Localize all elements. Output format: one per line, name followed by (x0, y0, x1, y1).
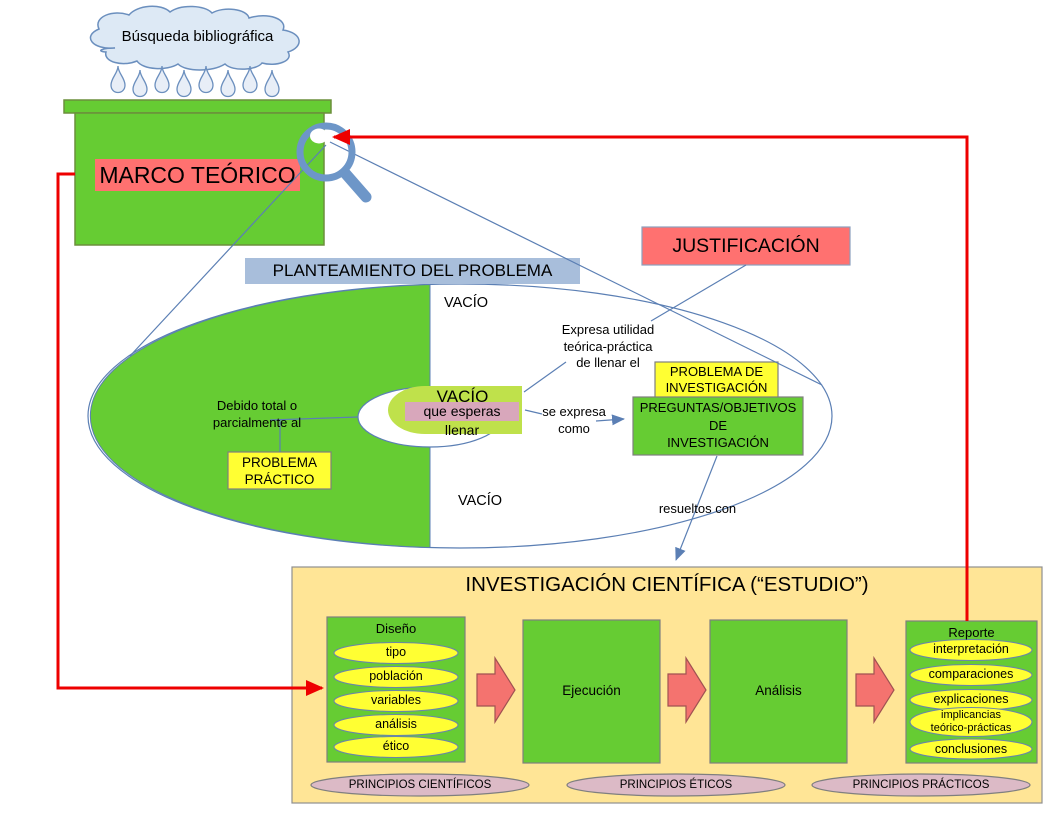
justificacion-label-bg (641, 226, 851, 266)
resueltos-annotation: resueltos con (658, 501, 737, 516)
knowledge-filled-area (89, 283, 431, 549)
cloud-shape (89, 5, 300, 71)
arrow-resueltos-estudio (675, 455, 718, 561)
preguntas-objetivos-label: PREGUNTAS/OBJETIVOS DE INVESTIGACIÓN (639, 400, 797, 450)
se-expresa-annotation: se expresa como (542, 404, 606, 436)
diseno-item-ellipses (333, 641, 459, 759)
arrow-reporte-to-magnifier (332, 129, 969, 621)
reporte-title: Reporte (948, 625, 995, 640)
principios-eticos-label: PRINCIPIOS ÉTICOS (619, 779, 733, 791)
analisis-box (709, 619, 848, 764)
gap-pill-title: VACÍO (436, 387, 489, 406)
diseno-item-variables: variables (370, 693, 422, 707)
magnifier-icon (296, 122, 372, 203)
red-feedback-arrows (56, 129, 969, 696)
cloud-label: Búsqueda bibliográfica (121, 28, 274, 45)
vacio-top-label: VACÍO (443, 295, 489, 311)
principios-practicos-label: PRINCIPIOS PRÁCTICOS (852, 779, 990, 791)
line-justificacion-utilidad (650, 264, 747, 322)
line-pill-utilidad (523, 361, 567, 393)
analisis-label: Análisis (755, 683, 802, 698)
gap-pill-subtitle: que esperas llenar (423, 403, 501, 438)
reporte-item-explicaciones: explicaciones (933, 692, 1009, 706)
marco-teorico-label: MARCO TEÓRICO (99, 162, 296, 188)
arrow-ejecucion-analisis (667, 655, 707, 725)
reporte-item-conclusiones: conclusiones (934, 742, 1008, 756)
planteamiento-label: PLANTEAMIENTO DEL PROBLEMA (272, 261, 553, 280)
diseno-item-tipo: tipo (385, 645, 407, 659)
line-debido-horizontal (269, 416, 359, 421)
planteamiento-label-bg (245, 258, 580, 284)
reporte-item-interpretacion: interpretación (933, 642, 1009, 656)
diseno-item-etico: ético (382, 739, 410, 753)
diseno-item-poblacion: población (369, 669, 423, 683)
justificacion-label: JUSTIFICACIÓN (672, 235, 820, 257)
diseno-title: Diseño (375, 621, 417, 636)
problema-investigacion-label: PROBLEMA DE INVESTIGACIÓN (665, 364, 768, 395)
sightline-right (329, 141, 823, 386)
line-pill-se-expresa (524, 409, 543, 415)
diseno-item-analisis: análisis (375, 717, 417, 731)
problema-practico-label: PROBLEMA PRÁCTICO (241, 455, 318, 487)
preguntas-objetivos-box (632, 396, 804, 456)
problema-practico-box (227, 451, 332, 490)
connector-lines (129, 141, 823, 561)
arrow-analisis-reporte (855, 655, 895, 725)
expresa-utilidad-annotation: Expresa utilidad teórica-práctica de lle… (561, 322, 655, 370)
bucket-lid (63, 99, 332, 114)
reporte-item-ellipses (909, 638, 1033, 760)
gap-pill-subtitle-strip (405, 402, 519, 421)
arrow-se-expresa-preguntas (595, 414, 625, 426)
sightline-left (129, 144, 327, 357)
reporte-item-implicancias: implicancias teórico-prácticas (930, 709, 1012, 734)
debido-annotation: Debido total o parcialmente al (212, 398, 302, 430)
process-arrows (476, 655, 895, 725)
vacio-bottom-label: VACÍO (457, 493, 503, 509)
ejecucion-label: Ejecución (562, 683, 621, 698)
reporte-item-comparaciones: comparaciones (928, 667, 1014, 681)
principios-cientificos-label: PRINCIPIOS CIENTÍFICOS (348, 779, 492, 791)
estudio-title: INVESTIGACIÓN CIENTÍFICA (“ESTUDIO”) (465, 573, 869, 596)
arrow-diseno-ejecucion (476, 655, 516, 725)
arrow-marco-to-diseno (56, 172, 324, 696)
marco-teorico-label-bg (95, 159, 300, 191)
magnifier-hole (310, 128, 328, 144)
ejecucion-box (522, 619, 661, 764)
principios-ellipses (310, 773, 1031, 797)
